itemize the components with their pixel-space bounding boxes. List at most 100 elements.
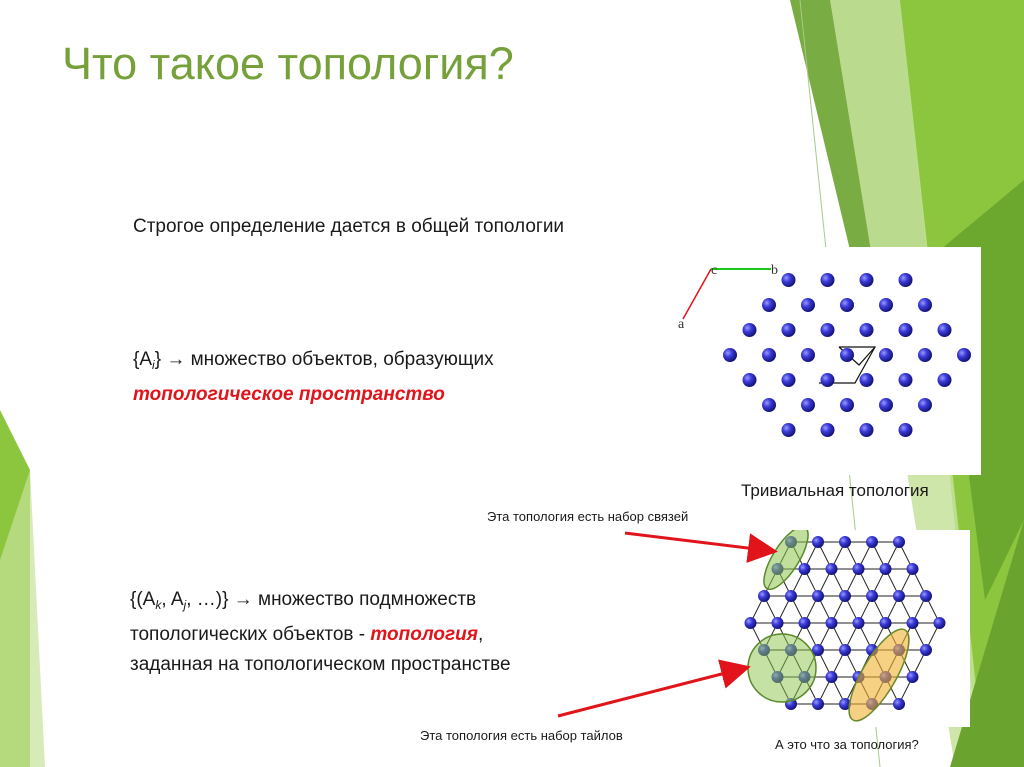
axis-b-label: b bbox=[771, 263, 778, 278]
atom bbox=[906, 671, 919, 683]
unit-cell bbox=[819, 346, 877, 384]
tile-highlight-circle bbox=[747, 633, 817, 703]
atom bbox=[762, 298, 776, 312]
atom bbox=[957, 348, 971, 362]
set2-line2-end: , bbox=[477, 624, 484, 645]
atom bbox=[859, 373, 874, 387]
set1-subscript: i bbox=[152, 358, 155, 372]
atom bbox=[820, 373, 835, 387]
set2-sep: , A bbox=[161, 589, 184, 610]
atom bbox=[781, 373, 796, 387]
atom bbox=[801, 298, 815, 312]
atom bbox=[744, 617, 757, 629]
trivial-topology-caption: Тривиальная топология bbox=[741, 481, 929, 500]
atom bbox=[812, 644, 824, 656]
atom bbox=[812, 698, 824, 710]
atom bbox=[893, 536, 905, 548]
atom bbox=[859, 423, 874, 437]
atom bbox=[762, 398, 776, 412]
atom bbox=[758, 590, 770, 602]
atom bbox=[812, 536, 824, 548]
atom bbox=[771, 617, 784, 629]
atom bbox=[839, 698, 851, 710]
bonds-lattice-figure bbox=[733, 525, 970, 727]
trivial-lattice-figure: c b a bbox=[675, 247, 981, 475]
atom bbox=[879, 398, 893, 412]
atom bbox=[893, 698, 905, 710]
atom bbox=[866, 590, 878, 602]
set1-rest: } → множество объектов, образующих bbox=[154, 349, 494, 370]
atom bbox=[742, 323, 757, 337]
atom bbox=[898, 273, 913, 287]
bonds-lattice-svg bbox=[744, 525, 946, 722]
atom bbox=[859, 323, 874, 337]
deco-bottom-left-light bbox=[0, 470, 45, 767]
set2-line3: заданная на топологическом пространстве bbox=[130, 654, 511, 675]
atom bbox=[852, 563, 865, 575]
atom bbox=[839, 536, 851, 548]
set2-sub-j: j bbox=[183, 598, 187, 612]
atom bbox=[801, 398, 815, 412]
trivial-lattice-svg bbox=[682, 268, 971, 437]
set2-highlight: топология bbox=[370, 624, 478, 645]
atom bbox=[798, 617, 811, 629]
atom bbox=[937, 323, 952, 337]
set1-open: {A bbox=[133, 349, 153, 370]
subsets-set-text: {(Ak, Aj, …)} → множество подмножеств то… bbox=[130, 585, 511, 680]
atom bbox=[852, 617, 865, 629]
atom bbox=[825, 671, 838, 683]
atom bbox=[785, 590, 797, 602]
atom bbox=[920, 644, 932, 656]
set2-open: {(A bbox=[130, 589, 156, 610]
set1-highlight: топологическое пространство bbox=[133, 384, 445, 405]
atom bbox=[812, 590, 824, 602]
set2-sub-k: k bbox=[155, 598, 162, 612]
atom bbox=[879, 563, 892, 575]
atom bbox=[840, 298, 854, 312]
axis-a-label: a bbox=[678, 317, 685, 332]
atom bbox=[920, 590, 932, 602]
atom bbox=[840, 348, 854, 362]
slide-title: Что такое топология? bbox=[62, 38, 514, 89]
definition-text: Строгое определение дается в общей топол… bbox=[133, 216, 565, 237]
atom bbox=[906, 563, 919, 575]
tile-highlight-ellipse bbox=[848, 628, 910, 722]
atom bbox=[781, 423, 796, 437]
atom bbox=[906, 617, 919, 629]
atom bbox=[893, 590, 905, 602]
atom bbox=[879, 617, 892, 629]
atom bbox=[825, 617, 838, 629]
atom bbox=[879, 298, 893, 312]
atom bbox=[801, 348, 815, 362]
atom bbox=[898, 423, 913, 437]
atom bbox=[918, 348, 932, 362]
question-caption: А это что за топология? bbox=[775, 737, 919, 752]
atoms-group-2 bbox=[744, 536, 946, 710]
atom bbox=[840, 398, 854, 412]
atom bbox=[918, 398, 932, 412]
atom bbox=[781, 323, 796, 337]
atom bbox=[742, 373, 757, 387]
atom bbox=[798, 563, 811, 575]
set2-line1-rest: , …)} → множество подмножеств bbox=[186, 589, 477, 610]
set2-line2-text: топологических объектов - bbox=[130, 624, 371, 645]
atom bbox=[898, 323, 913, 337]
atom bbox=[820, 323, 835, 337]
atom bbox=[859, 273, 874, 287]
objects-set-text: {Ai} → множество объектов, образующих то… bbox=[133, 345, 494, 409]
atom bbox=[723, 348, 737, 362]
atom bbox=[866, 536, 878, 548]
tiles-caption: Эта топология есть набор тайлов bbox=[420, 728, 623, 743]
axis-a-line bbox=[682, 268, 712, 320]
atom bbox=[933, 617, 946, 629]
axis-c-label: c bbox=[711, 263, 718, 278]
bonds-caption: Эта топология есть набор связей bbox=[487, 509, 689, 524]
atom bbox=[781, 273, 796, 287]
atom bbox=[879, 348, 893, 362]
atom bbox=[898, 373, 913, 387]
atom bbox=[839, 590, 851, 602]
atom bbox=[839, 644, 851, 656]
atom bbox=[820, 273, 835, 287]
atom bbox=[762, 348, 776, 362]
atom bbox=[820, 423, 835, 437]
